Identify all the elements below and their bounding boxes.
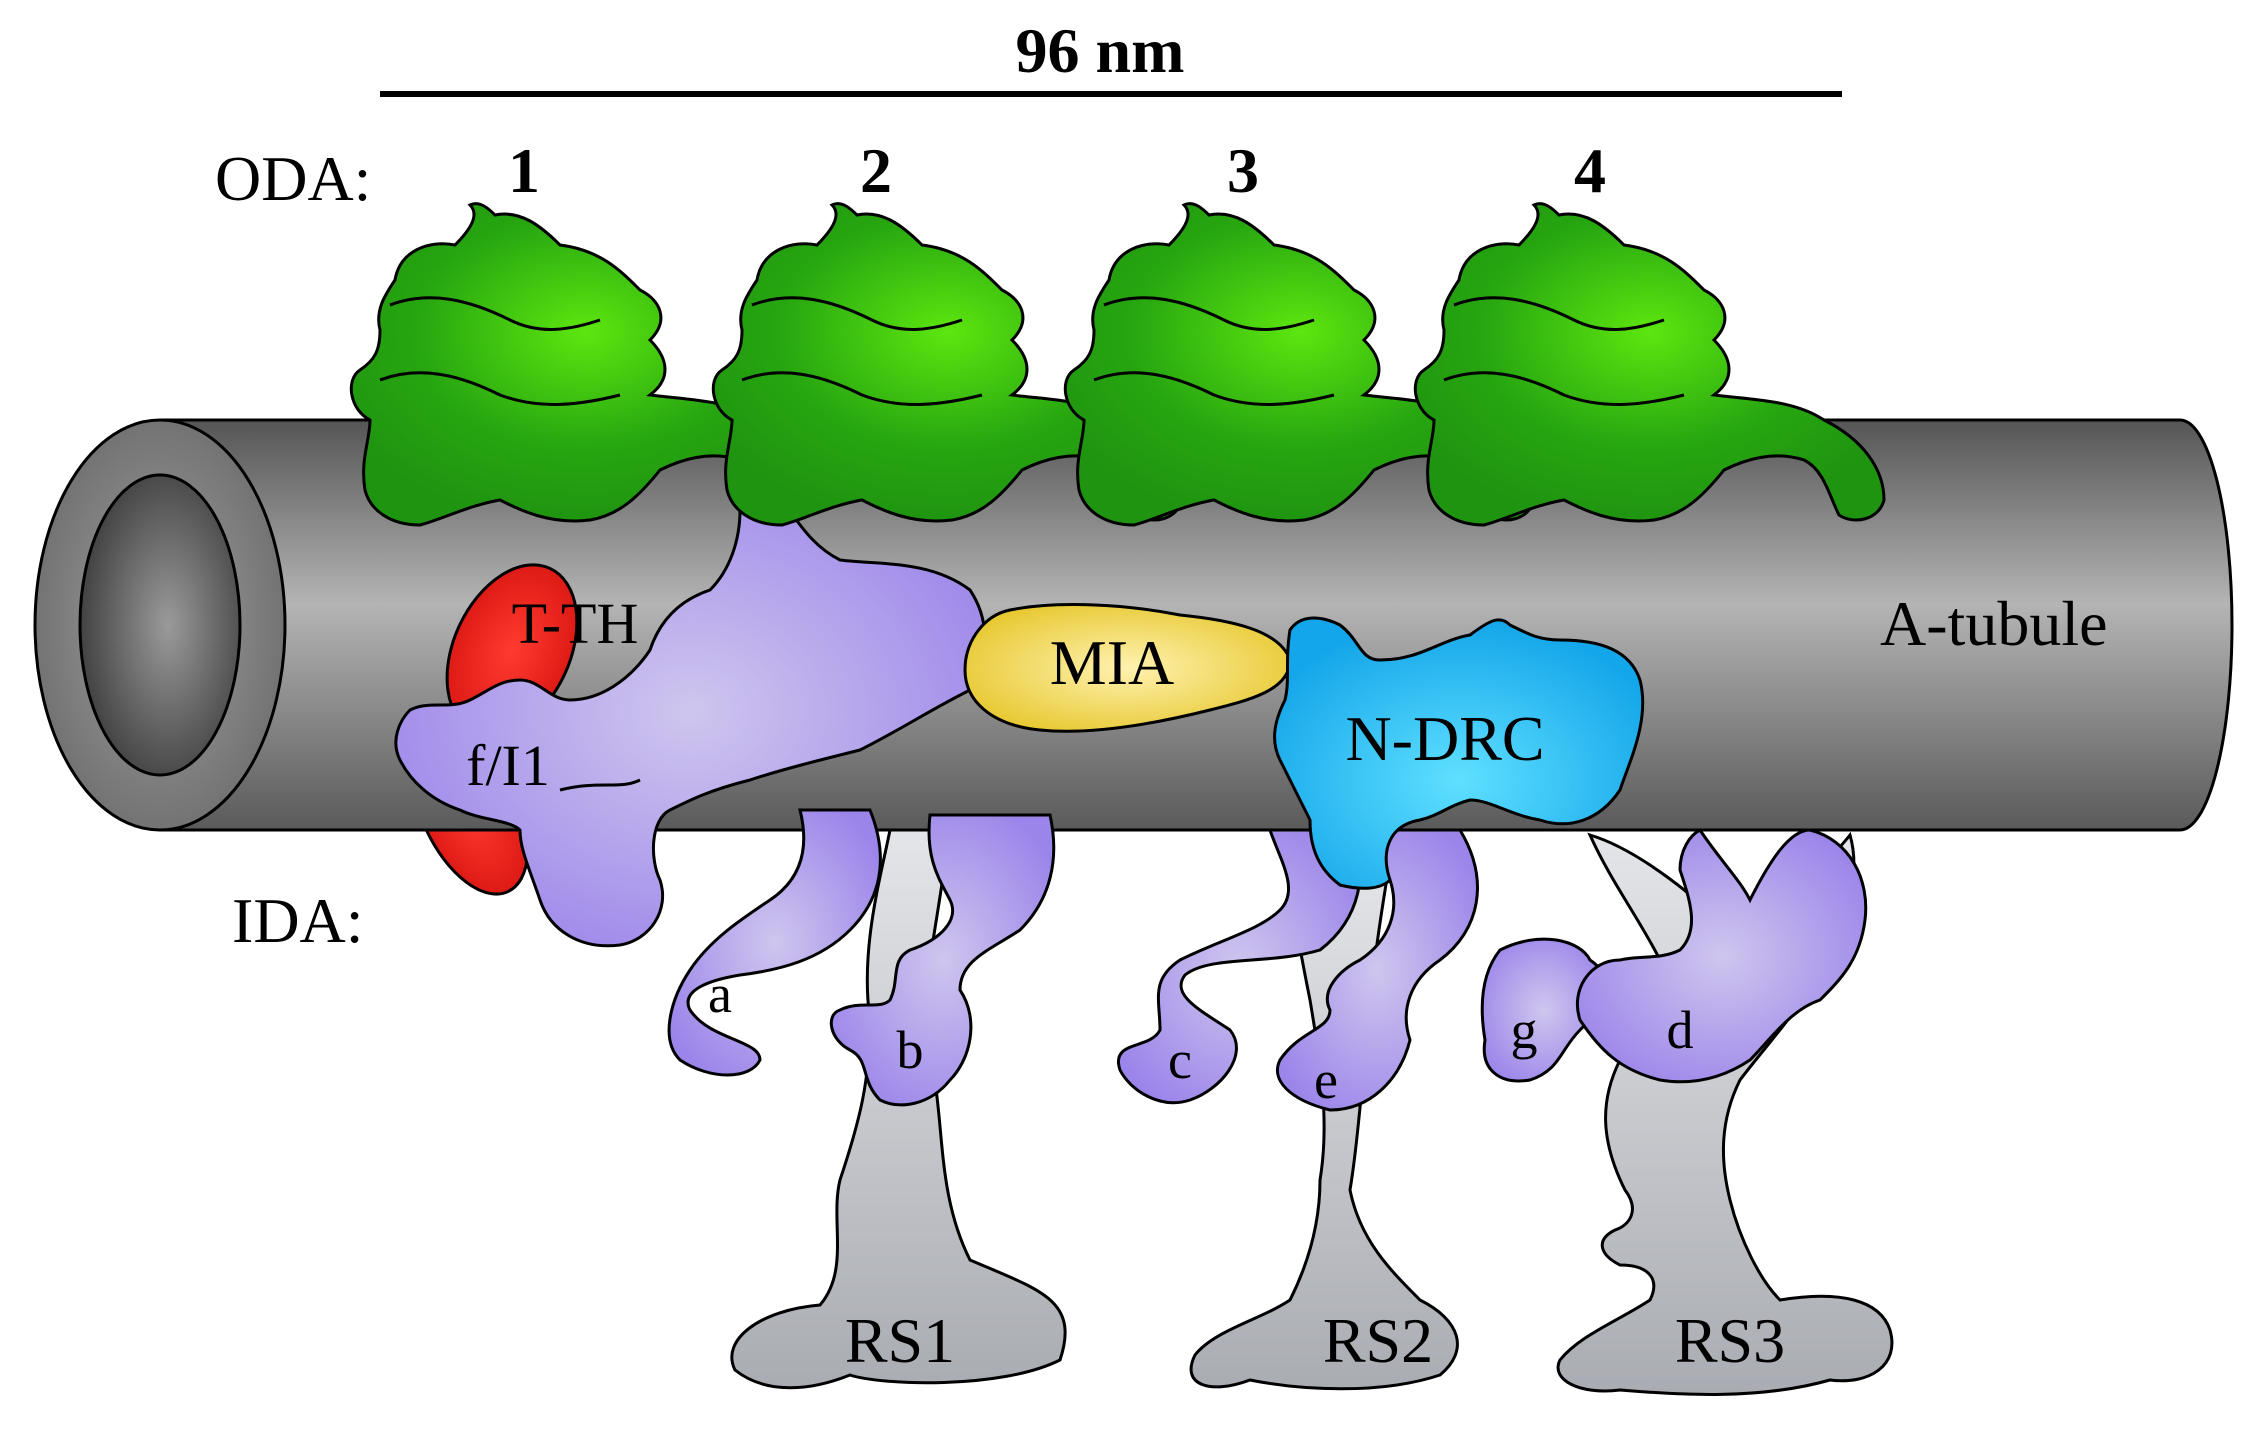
ida-a — [667, 808, 882, 1077]
mia-complex — [963, 603, 1292, 733]
ida-heading: IDA: — [232, 885, 364, 956]
scale-bar-label: 96 nm — [1016, 15, 1185, 86]
oda-head-fold-1 — [751, 296, 963, 331]
ida-label-g: g — [1511, 1000, 1538, 1060]
ida-label-f-i1: f/I1 — [466, 733, 550, 798]
radial-spoke-1 — [730, 828, 1067, 1390]
ida-e — [1276, 828, 1479, 1112]
oda-head-fold-1 — [389, 296, 601, 331]
ida-arms: a b c e g d — [667, 808, 1868, 1112]
ida-c — [1116, 828, 1362, 1105]
oda-number-3: 3 — [1227, 135, 1259, 206]
oda-head-fold-2 — [741, 371, 983, 406]
ida-label-d: d — [1667, 1000, 1694, 1060]
t-th-label: T-TH — [512, 591, 639, 656]
a-tubule-lumen — [78, 473, 242, 777]
radial-spoke-label-3: RS3 — [1675, 1305, 1785, 1376]
ida-label-e: e — [1314, 1050, 1338, 1110]
a-tubule-label: A-tubule — [1880, 588, 2108, 659]
ida-d — [1575, 828, 1868, 1084]
oda-dynein-4 — [1413, 202, 1886, 527]
oda-head-fold-2 — [379, 371, 621, 406]
radial-spoke-label-1: RS1 — [845, 1305, 955, 1376]
oda-dynein-2 — [711, 202, 1184, 527]
oda-number-4: 4 — [1574, 135, 1606, 206]
ida-g — [1480, 937, 1607, 1083]
oda-dynein-heads — [349, 202, 1886, 527]
n-drc-label: N-DRC — [1345, 703, 1544, 774]
ida-label-c: c — [1168, 1030, 1192, 1090]
oda-number-2: 2 — [860, 135, 892, 206]
ida-label-a: a — [708, 964, 732, 1024]
oda-head-fold-2 — [1443, 371, 1685, 406]
ida-f-i1-seam — [559, 778, 641, 792]
ida-f-i1 — [394, 475, 987, 948]
oda-head-fold-1 — [1103, 296, 1315, 331]
mia-label: MIA — [1050, 627, 1174, 698]
oda-head-fold-1 — [1453, 296, 1665, 331]
ida-label-b: b — [897, 1020, 924, 1080]
oda-number-1: 1 — [508, 135, 540, 206]
oda-head-body — [1413, 202, 1886, 527]
oda-head-fold-2 — [1093, 371, 1335, 406]
ida-b — [829, 813, 1056, 1107]
n-drc-complex — [1273, 616, 1645, 890]
oda-heading: ODA: — [215, 143, 371, 214]
radial-spoke-label-2: RS2 — [1323, 1305, 1433, 1376]
